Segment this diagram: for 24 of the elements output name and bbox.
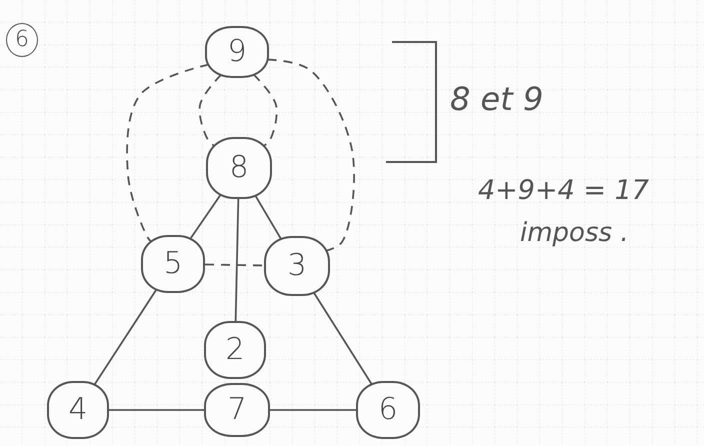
node-number: 4 <box>68 395 88 425</box>
node-number: 6 <box>378 395 398 425</box>
handwritten-note: 4+9+4 = 17 <box>478 175 649 206</box>
connector-line <box>254 194 282 240</box>
node-number: 2 <box>225 335 245 365</box>
dashed-line <box>198 74 222 148</box>
node-number: 7 <box>227 395 247 425</box>
connector-line <box>270 409 356 411</box>
dashed-line <box>126 64 210 243</box>
handwritten-note: 8 et 9 <box>450 80 544 118</box>
node-number: 5 <box>163 249 183 279</box>
dashed-line <box>204 264 264 266</box>
connector-line <box>312 292 373 386</box>
connector-line <box>109 409 204 411</box>
node-number: 6 <box>15 29 29 51</box>
connector-line <box>189 194 222 240</box>
handwritten-note: imposs . <box>520 218 629 248</box>
connector-line <box>93 288 158 386</box>
node-number: 3 <box>287 251 307 281</box>
node-number: 8 <box>229 153 249 183</box>
node-number: 9 <box>227 37 247 67</box>
dashed-line <box>268 58 355 252</box>
connector-line <box>234 198 240 322</box>
dashed-line <box>252 74 278 148</box>
